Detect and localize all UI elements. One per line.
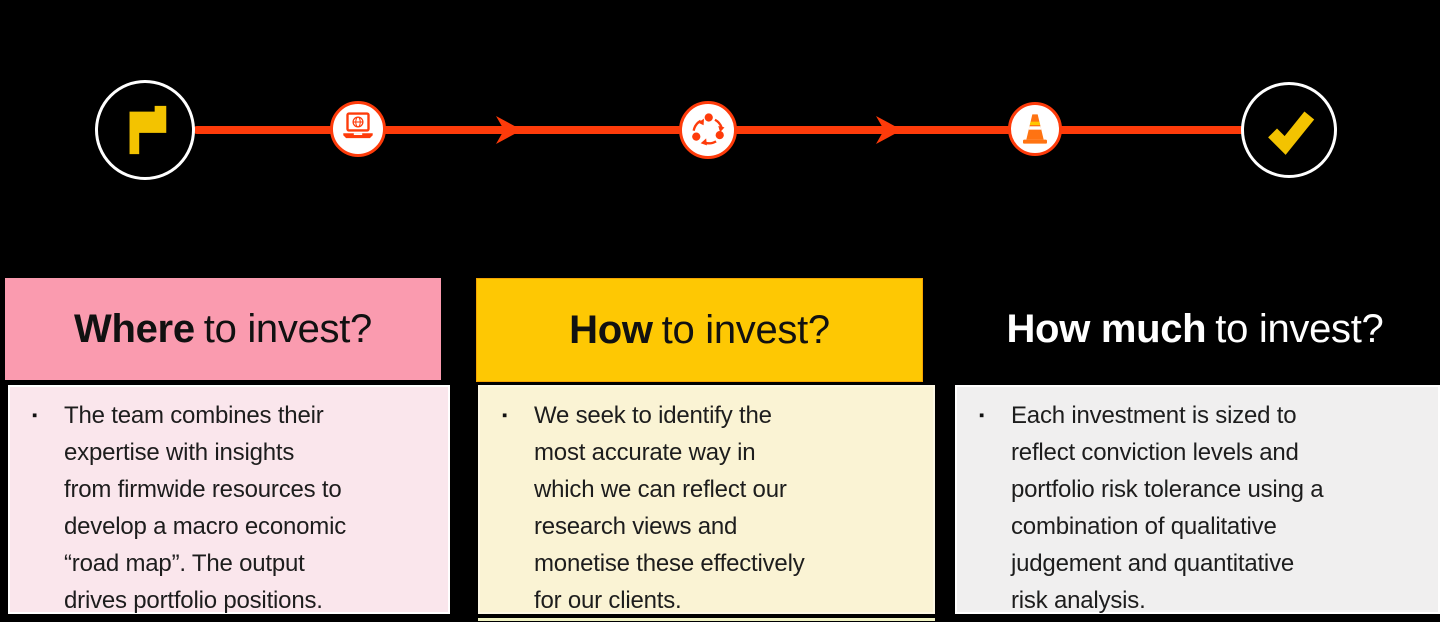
timeline-node-risk bbox=[1008, 102, 1062, 156]
column-header-how-much: How much to invest? bbox=[950, 278, 1440, 380]
column-header-how: How to invest? bbox=[476, 278, 923, 382]
column-header-where: Where to invest? bbox=[5, 278, 441, 380]
bullet-square: ▪ bbox=[979, 407, 985, 424]
column-body-where: ▪ The team combines their expertise with… bbox=[8, 385, 450, 614]
arrow-right-icon bbox=[496, 116, 522, 144]
timeline-node-end bbox=[1241, 82, 1337, 178]
body-text-where: The team combines their expertise with i… bbox=[64, 402, 347, 614]
header-regular-text: to invest? bbox=[203, 306, 373, 351]
bullet-square: ▪ bbox=[502, 407, 508, 424]
cycle-arrows-icon bbox=[692, 113, 725, 146]
column-body-how: ▪ We seek to identify the most accurate … bbox=[478, 385, 935, 614]
column-body-how-much: ▪ Each investment is sized to reflect co… bbox=[955, 385, 1440, 614]
checkmark-icon bbox=[1268, 111, 1315, 155]
timeline-node-start bbox=[95, 80, 195, 180]
arrow-right-icon bbox=[876, 116, 902, 144]
header-regular-text: to invest? bbox=[1215, 306, 1384, 351]
body-text-how-much: Each investment is sized to reflect conv… bbox=[1011, 402, 1324, 614]
header-bold-text: Where bbox=[74, 306, 195, 351]
laptop-globe-icon bbox=[343, 112, 373, 139]
header-bold-text: How much bbox=[1006, 306, 1207, 351]
bullet-square: ▪ bbox=[32, 407, 38, 424]
flag-icon bbox=[129, 105, 167, 155]
timeline-node-research bbox=[330, 101, 386, 157]
header-regular-text: to invest? bbox=[661, 307, 831, 352]
bottom-accent-strip bbox=[478, 618, 935, 621]
traffic-cone-icon bbox=[1023, 114, 1047, 144]
header-bold-text: How bbox=[569, 307, 653, 352]
body-text-how: We seek to identify the most accurate wa… bbox=[534, 402, 805, 614]
timeline-node-process bbox=[679, 101, 737, 159]
